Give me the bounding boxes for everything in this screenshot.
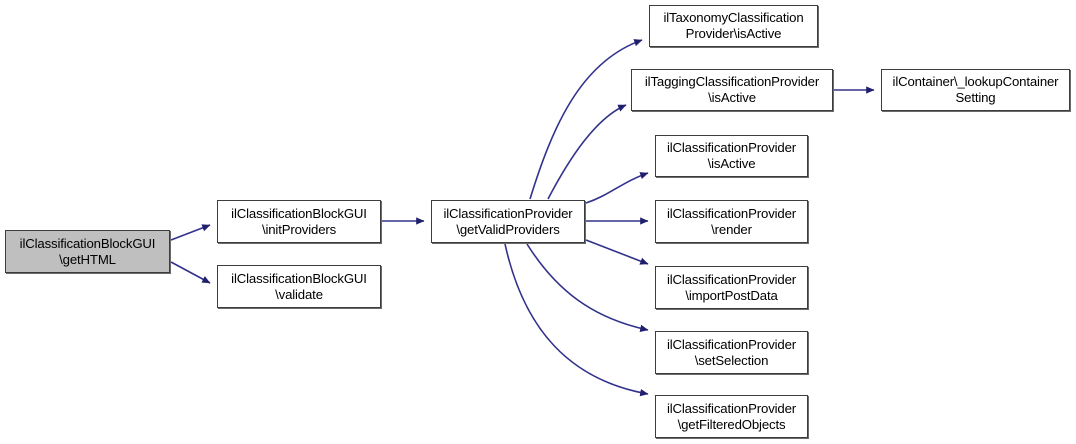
node-label-line1: ilClassificationProvider: [666, 271, 797, 287]
node-label-line2: \setSelection: [694, 352, 769, 368]
node-ilClassificationBlockGUI-initProviders[interactable]: ilClassificationBlockGUI \initProviders: [217, 200, 381, 243]
node-ilTaggingClassificationProvider-isActive[interactable]: ilTaggingClassificationProvider \isActiv…: [631, 69, 833, 111]
edge-getValidProviders-providerSetSelection: [526, 243, 649, 332]
edge-getValidProviders-providerGetFilteredObjects: [504, 243, 649, 397]
node-label-line1: ilContainer\_lookupContainer: [892, 74, 1059, 89]
node-label-line1: ilClassificationProvider: [666, 140, 797, 155]
node-ilTaxonomyClassificationProvider-isActive[interactable]: ilTaxonomyClassification Provider\isActi…: [649, 5, 818, 47]
node-ilClassificationProvider-importPostData[interactable]: ilClassificationProvider \importPostData: [655, 266, 808, 309]
node-ilClassificationBlockGUI-getHTML[interactable]: ilClassificationBlockGUI \getHTML: [5, 230, 170, 273]
node-label-line2: \isActive: [707, 156, 756, 171]
node-ilClassificationProvider-render[interactable]: ilClassificationProvider \render: [655, 200, 808, 243]
edge-getHTML-initProviders: [170, 224, 211, 241]
edge-getValidProviders-taxonomyIsActive: [529, 39, 643, 200]
node-ilClassificationProvider-getValidProviders[interactable]: ilClassificationProvider \getValidProvid…: [431, 200, 585, 243]
node-label-line1: ilClassificationProvider: [666, 336, 797, 352]
node-label-line2: \validate: [275, 286, 323, 302]
node-label-line2: Provider\isActive: [685, 26, 782, 41]
node-label-line2: \getHTML: [59, 251, 116, 267]
node-label-line2: \getFilteredObjects: [677, 416, 786, 432]
node-label-line2: \initProviders: [261, 221, 337, 237]
node-label-line1: ilClassificationBlockGUI: [231, 205, 367, 221]
node-label-line1: ilTaggingClassificationProvider: [644, 74, 820, 89]
node-label-line1: ilClassificationProvider: [443, 205, 573, 221]
node-label-line2: \isActive: [708, 90, 756, 105]
node-label-line1: ilClassificationProvider: [666, 205, 797, 221]
node-label-line2: \importPostData: [685, 287, 778, 303]
node-label-line1: ilClassificationBlockGUI: [231, 270, 367, 286]
edge-getHTML-validate: [170, 261, 211, 284]
node-label-line1: ilTaxonomyClassification: [663, 10, 804, 25]
node-ilClassificationProvider-setSelection[interactable]: ilClassificationProvider \setSelection: [655, 331, 808, 374]
node-ilClassificationProvider-isActive[interactable]: ilClassificationProvider \isActive: [655, 135, 808, 177]
node-ilClassificationBlockGUI-validate[interactable]: ilClassificationBlockGUI \validate: [217, 265, 381, 308]
node-label-line1: ilClassificationProvider: [666, 400, 797, 416]
node-label-line2: Setting: [955, 90, 996, 105]
node-label-line1: ilClassificationBlockGUI: [19, 235, 156, 251]
edge-getValidProviders-providerImportPostData: [585, 239, 649, 265]
node-ilContainer-lookupContainerSetting[interactable]: ilContainer\_lookupContainer Setting: [881, 69, 1070, 111]
edge-getValidProviders-providerIsActive: [585, 172, 649, 204]
edge-getValidProviders-taggingIsActive: [547, 104, 627, 200]
node-label-line2: \getValidProviders: [456, 221, 560, 237]
node-ilClassificationProvider-getFilteredObjects[interactable]: ilClassificationProvider \getFilteredObj…: [655, 395, 808, 438]
node-label-line2: \render: [711, 221, 752, 237]
